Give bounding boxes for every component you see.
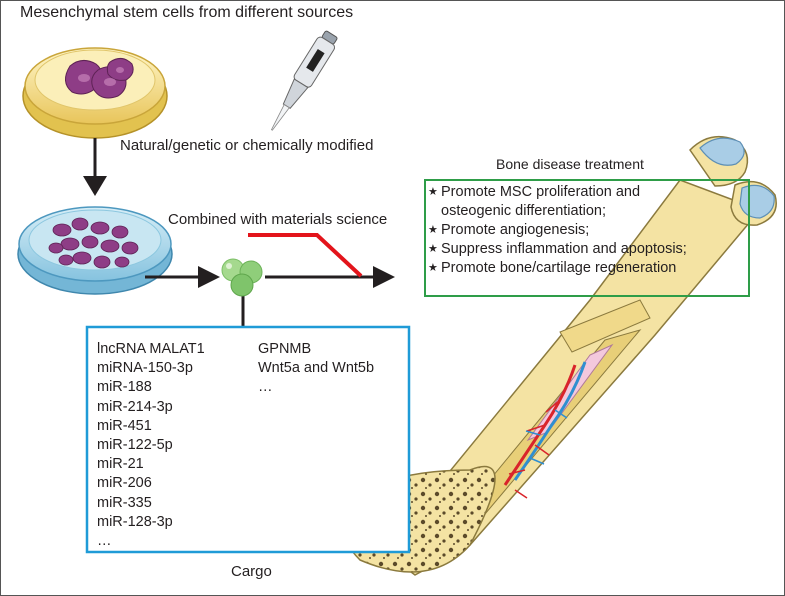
arrow-to-vesicles [145, 266, 220, 288]
materials-science-label: Combined with materials science [168, 211, 388, 228]
cargo-column-rna: lncRNA MALAT1 miRNA-150-3p miR-188 miR-2… [97, 340, 205, 551]
star-bullet-icon: ★ [428, 186, 438, 198]
culture-dish-icon [17, 206, 173, 295]
extracellular-vesicle-icon [221, 258, 263, 328]
cargo-column-protein: GPNMB Wnt5a and Wnt5b … [258, 340, 374, 398]
treatment-item: ★ Suppress inflammation and apoptosis; [428, 240, 748, 259]
star-bullet-icon: ★ [428, 243, 438, 255]
cargo-item: miR-451 [97, 417, 152, 434]
treatment-title: Bone disease treatment [496, 156, 644, 172]
treatment-item: ★ Promote bone/cartilage regeneration [428, 259, 748, 278]
cargo-item: miR-335 [97, 494, 152, 511]
petri-dish-icon [22, 47, 168, 139]
arrow-down [83, 138, 107, 196]
diagram-title: Mesenchymal stem cells from different so… [20, 4, 354, 21]
materials-science-line [248, 233, 363, 278]
treatment-item: ★ Promote MSC proliferation and osteogen… [428, 183, 748, 221]
cargo-item: miR-188 [97, 379, 152, 396]
cargo-item: miR-122-5p [97, 437, 173, 454]
cargo-box [85, 325, 411, 554]
cargo-item: miRNA-150-3p [97, 360, 193, 377]
cargo-item: lncRNA MALAT1 [97, 341, 205, 357]
cargo-item: miR-214-3p [97, 398, 173, 415]
star-bullet-icon: ★ [428, 262, 438, 274]
cargo-item: … [258, 379, 273, 396]
cargo-item: miR-21 [97, 456, 144, 473]
arrow-to-treatment [265, 266, 395, 288]
treatment-item-text: Suppress inflammation and apoptosis; [441, 241, 687, 257]
treatment-list: ★ Promote MSC proliferation and osteogen… [428, 183, 748, 278]
cargo-item: … [97, 533, 112, 550]
treatment-item-text: Promote angiogenesis; [441, 222, 590, 238]
treatment-item-text: Promote MSC proliferation and osteogenic… [441, 184, 641, 219]
treatment-item-text: Promote bone/cartilage regeneration [441, 260, 677, 276]
pipette-icon [270, 30, 338, 131]
cargo-item: GPNMB [258, 341, 312, 357]
modification-label: Natural/genetic or chemically modified [120, 137, 374, 154]
cargo-item: miR-206 [97, 475, 152, 492]
cargo-label: Cargo [231, 563, 272, 580]
cargo-item: Wnt5a and Wnt5b [258, 360, 375, 377]
treatment-item: ★ Promote angiogenesis; [428, 221, 748, 240]
treatment-box [424, 179, 750, 297]
star-bullet-icon: ★ [428, 224, 438, 236]
cargo-item: miR-128-3p [97, 513, 173, 530]
